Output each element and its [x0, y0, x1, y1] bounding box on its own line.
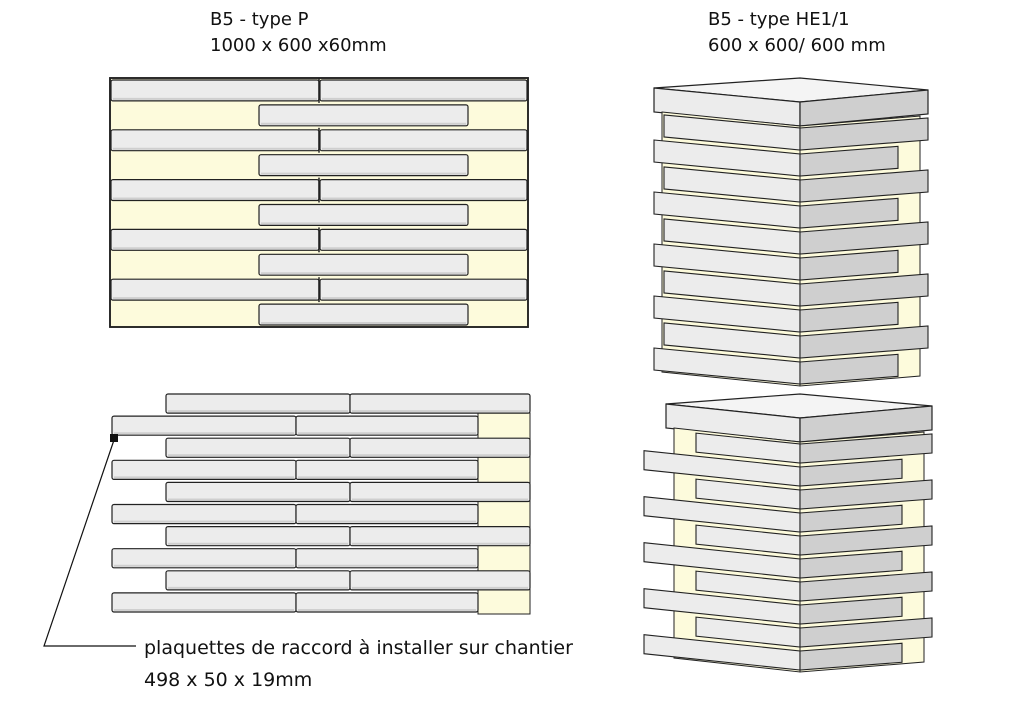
column-slab-right	[799, 197, 899, 229]
column-slab-right	[799, 325, 929, 359]
right-title-line2: 600 x 600/ 600 mm	[708, 35, 886, 56]
stone-slab-right	[349, 570, 531, 591]
stone-slab-center	[295, 415, 479, 436]
panel-type-p-with-strips	[111, 393, 531, 615]
column-cap-right	[799, 405, 933, 443]
right-title-line1: B5 - type HE1/1	[708, 9, 850, 30]
column-slab-right	[799, 117, 929, 151]
column-slab-right	[799, 596, 903, 625]
stone-slab-center	[295, 548, 479, 569]
column-slab-right	[799, 550, 903, 579]
leader-marker	[110, 434, 118, 442]
panel-outline	[109, 77, 529, 328]
callout-line2: 498 x 50 x 19mm	[144, 669, 313, 691]
stone-slab-right	[319, 278, 528, 301]
panel-type-p-elevation	[109, 77, 529, 328]
column-slab-right	[799, 145, 899, 177]
callout-line1: plaquettes de raccord à installer sur ch…	[144, 637, 573, 659]
column-slab-right	[799, 571, 933, 602]
left-title-line2: 1000 x 600 x60mm	[210, 35, 387, 56]
stone-slab-center	[295, 459, 479, 480]
stone-slab-right	[319, 129, 528, 152]
column-slab-right	[799, 479, 933, 510]
column-slab-right	[799, 169, 929, 203]
column-slab-right	[799, 221, 929, 255]
column-cap-right	[799, 89, 929, 127]
column-slab-right	[799, 301, 899, 333]
stone-slab-center	[295, 592, 479, 613]
stone-slab-center	[295, 503, 479, 525]
stone-slab-center	[258, 203, 469, 226]
stone-slab-left	[110, 278, 320, 301]
left-title-line1: B5 - type P	[210, 9, 309, 30]
column-slab-right	[799, 458, 903, 487]
column-slab-right	[799, 249, 899, 281]
column-slab-right	[799, 617, 933, 648]
stone-slab-right	[319, 179, 528, 202]
column-slab-right	[799, 504, 903, 533]
stone-slab-left	[110, 79, 320, 102]
stone-slab-right	[349, 393, 531, 414]
stone-slab-center	[258, 154, 469, 177]
stone-slab-right	[349, 481, 531, 503]
column-slab-right	[799, 525, 933, 556]
column-slab-right	[799, 353, 899, 385]
stone-slab-right	[319, 228, 528, 251]
stone-slab-right	[349, 525, 531, 547]
stone-slab-right	[319, 79, 528, 102]
leader-path	[43, 439, 136, 647]
stone-slab-center	[258, 303, 469, 326]
callout-leader-line	[43, 434, 136, 647]
column-type-he-isometric	[653, 77, 929, 387]
stone-slab-left	[110, 179, 320, 202]
stone-slab-left	[110, 228, 320, 251]
stone-slab-center	[258, 104, 469, 127]
stone-slab-left	[110, 129, 320, 152]
stone-slab-center	[258, 253, 469, 276]
column-type-he-with-strips	[643, 393, 933, 673]
column-slab-right	[799, 433, 933, 464]
stone-slab-right	[349, 437, 531, 458]
column-slab-right	[799, 273, 929, 307]
column-slab-right	[799, 642, 903, 671]
